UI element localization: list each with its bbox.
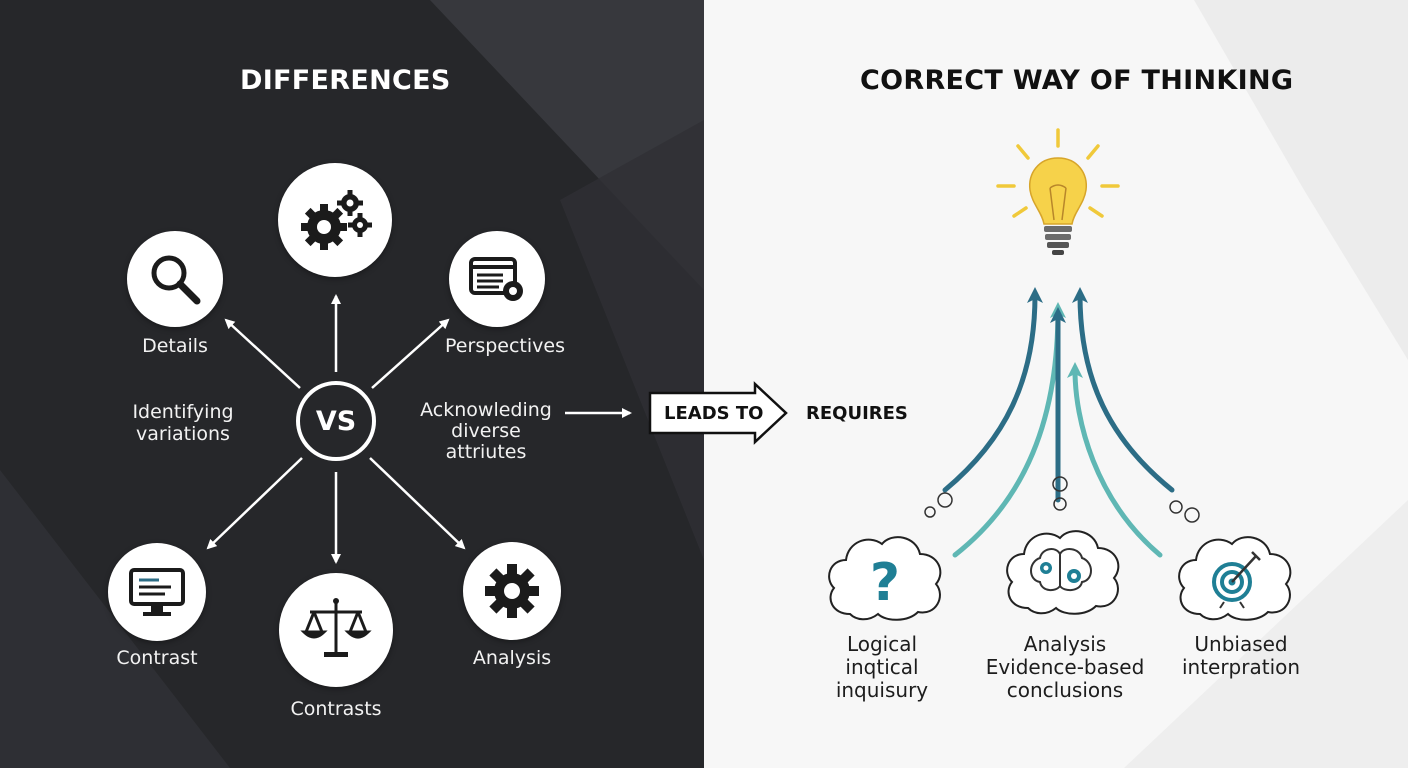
vs-hub: VS xyxy=(296,381,376,461)
arrow-teal-1 xyxy=(942,287,1043,493)
acknowledging-line-1: Acknowleding xyxy=(420,399,552,421)
arrow-down-left xyxy=(206,457,303,550)
perspectives-label: Perspectives xyxy=(445,335,565,357)
background-facets-light xyxy=(1124,0,1408,768)
bubble-dot xyxy=(1169,500,1183,514)
magnifier-icon xyxy=(151,255,201,305)
identifying-line-2: variations xyxy=(136,423,230,445)
leads-to-box xyxy=(648,381,788,445)
caption-1-line-1: Logical xyxy=(846,632,918,656)
details-node xyxy=(127,231,223,327)
contrast-node xyxy=(108,543,206,641)
contrasts-label: Contrasts xyxy=(290,698,382,720)
bubble-dot xyxy=(924,506,936,518)
acknowledging-line-3: attriutes xyxy=(445,441,527,463)
arrow-up-left xyxy=(224,318,301,389)
requires-label: REQUIRES xyxy=(806,403,908,424)
vs-label: VS xyxy=(315,405,357,437)
acknowledging-text: Acknowleding diverse attriutes xyxy=(418,400,554,463)
question-mark-icon: ? xyxy=(870,553,900,613)
cloud-question: ? xyxy=(828,536,942,621)
identifying-text: Identifying variations xyxy=(118,401,248,445)
analysis-label: Analysis xyxy=(472,647,552,669)
arrow-down-right xyxy=(369,457,466,550)
contrasts-node xyxy=(279,573,393,687)
contrast-label: Contrast xyxy=(116,647,198,669)
bubble-dot xyxy=(1053,497,1067,511)
scales-icon xyxy=(300,598,372,657)
details-label: Details xyxy=(142,335,208,357)
perspectives-node xyxy=(449,231,545,327)
gear-icon xyxy=(485,564,539,618)
caption-3-line-1: Unbiased xyxy=(1194,632,1288,656)
window-gear-icon xyxy=(469,257,523,301)
arrow-teal-2 xyxy=(952,302,1066,558)
thinking-heading: CORRECT WAY OF THINKING xyxy=(860,65,1294,96)
cloud-brain xyxy=(1006,530,1120,615)
arrow-up-right xyxy=(371,318,450,389)
gears-node xyxy=(278,163,392,277)
arrow-teal-4 xyxy=(1067,362,1163,558)
gears-icon xyxy=(301,190,372,250)
cloud-caption-1: Logical inqtical inquisury xyxy=(812,633,952,702)
caption-1-line-3: inquisury xyxy=(835,678,929,702)
target-icon xyxy=(1212,551,1261,609)
caption-2-line-3: conclusions xyxy=(1006,678,1124,702)
cloud-caption-2: Analysis Evidence-based conclusions xyxy=(975,633,1155,702)
bubble-dot xyxy=(937,492,953,508)
analysis-node xyxy=(463,542,561,640)
caption-2-line-1: Analysis xyxy=(1023,632,1107,656)
identifying-line-1: Identifying xyxy=(132,401,234,423)
leads-to-label: LEADS TO xyxy=(664,403,764,424)
lightbulb-icon xyxy=(996,128,1120,255)
brain-gears-icon xyxy=(1030,548,1092,592)
differences-heading: DIFFERENCES xyxy=(240,65,451,96)
acknowledging-line-2: diverse xyxy=(451,420,521,442)
bubble-dot xyxy=(1184,507,1200,523)
arrow-teal-5 xyxy=(1072,287,1175,493)
cloud-caption-3: Unbiased interpration xyxy=(1166,633,1316,679)
caption-3-line-2: interpration xyxy=(1181,655,1301,679)
cloud-target xyxy=(1178,536,1292,621)
caption-2-line-2: Evidence-based xyxy=(985,655,1145,679)
background-facets xyxy=(430,0,704,290)
caption-1-line-2: inqtical xyxy=(845,655,919,679)
bubble-dot xyxy=(1052,476,1068,492)
monitor-icon xyxy=(129,568,185,616)
